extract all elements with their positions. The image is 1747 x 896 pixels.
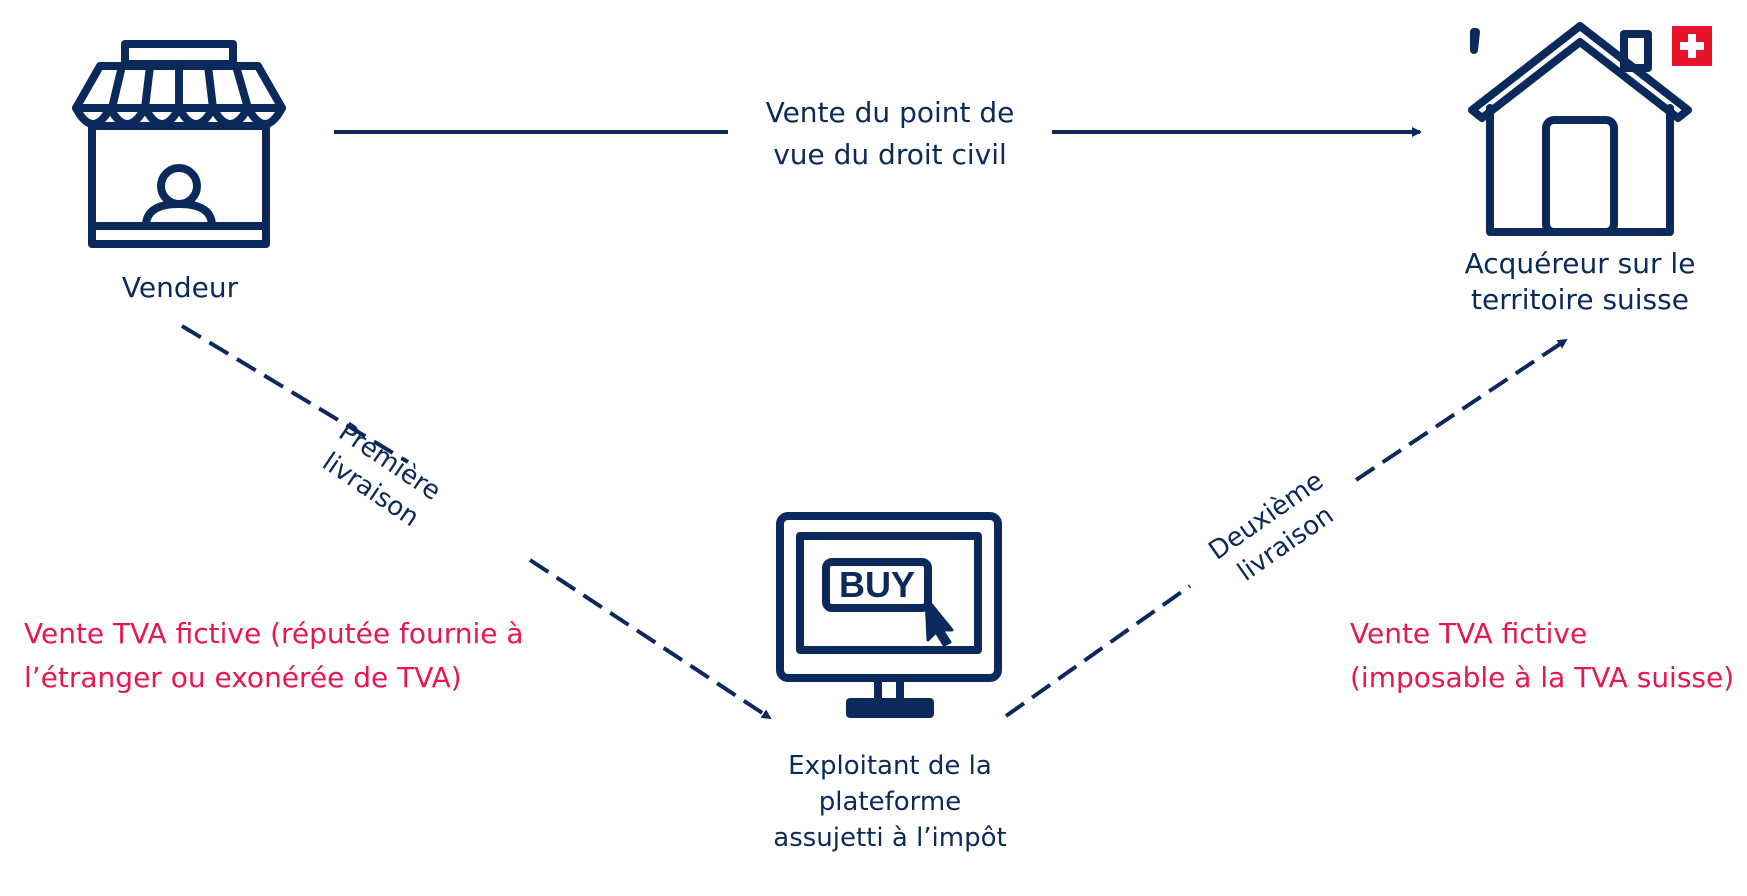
second-delivery-line-bottom [1004,584,1192,718]
seller-label: Vendeur [90,270,270,306]
civil-sale-label-line2: vue du droit civil [773,138,1007,171]
left-vat-note: Vente TVA fictive (réputée fournie à l’é… [24,612,584,700]
right-vat-note: Vente TVA fictive (imposable à la TVA su… [1350,612,1740,700]
left-vat-note-line2: l’étranger ou exonérée de TVA) [24,661,462,694]
house-icon [1468,22,1692,236]
civil-sale-label-line1: Vente du point de [765,96,1015,129]
seller-label-text: Vendeur [121,271,239,304]
civil-sale-label: Vente du point de vue du droit civil [740,92,1040,176]
right-vat-note-line1: Vente TVA fictive [1350,617,1588,650]
buyer-label-line2: territoire suisse [1471,283,1689,316]
platform-label: Exploitant de la plateforme assujetti à … [740,748,1040,856]
computer-buy-icon [776,512,1002,718]
right-vat-note-line2: (imposable à la TVA suisse) [1350,661,1735,694]
first-delivery-arrow [528,558,772,720]
platform-label-line2: plateforme [818,787,962,817]
platform-label-line1: Exploitant de la [788,751,992,781]
second-delivery-arrow [1354,338,1568,482]
swiss-flag-icon [1672,26,1712,66]
left-vat-note-line1: Vente TVA fictive (réputée fournie à [24,617,524,650]
buyer-label: Acquéreur sur le territoire suisse [1420,246,1740,318]
first-delivery-line-top [180,324,410,464]
buy-text: BUY [839,564,915,605]
shop-icon [72,40,286,248]
platform-label-line3: assujetti à l’impôt [773,823,1007,853]
buyer-label-line1: Acquéreur sur le [1464,247,1696,280]
